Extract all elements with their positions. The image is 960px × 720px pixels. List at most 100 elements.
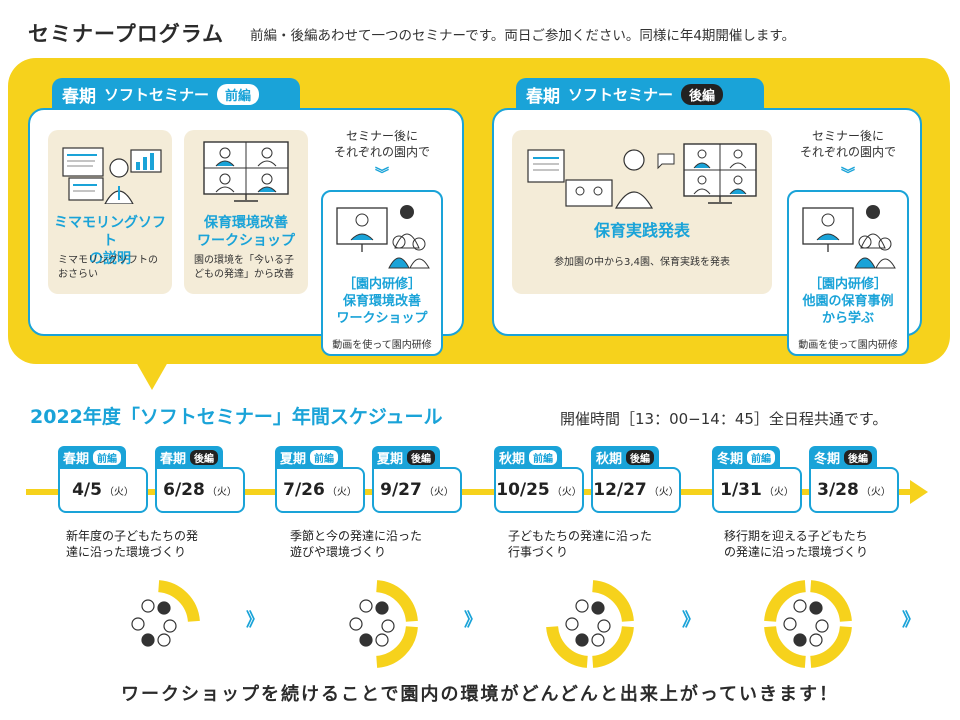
session-part-badge: 後編 [626, 449, 655, 465]
session-part-badge: 後編 [407, 449, 436, 465]
child-face-icon [575, 599, 589, 613]
session-season: 冬期 [717, 451, 744, 467]
session-date: 7/26 [283, 480, 325, 500]
progress-ring-segment [375, 625, 418, 668]
progress-ring-segment [809, 625, 852, 668]
summer-theme: 季節と今の発達に沿った 遊びや環境づくり [290, 529, 423, 559]
session-weekday: （火） [103, 486, 134, 498]
session-date: 10/25 [496, 480, 550, 500]
second-part-inhouse-training-box: ［園内研修］ 他園の保育事例 から学ぶ 動画を使って園内研修 [787, 190, 909, 356]
autumn-theme: 子どもたちの発達に沿った 行事づくり [508, 529, 653, 559]
session-date: 4/5 [72, 480, 102, 500]
child-face-icon [131, 617, 145, 631]
child-face-icon [565, 617, 579, 631]
child-face-icon [783, 617, 797, 631]
session-part-badge: 前編 [310, 449, 339, 465]
software-explanation-title: ミマモリングソフト の説明 [54, 215, 166, 267]
child-face-icon [141, 599, 155, 613]
chevron-down-icon: ︾ [841, 167, 855, 183]
child-face-icon [591, 601, 605, 615]
video-meeting-illustration [203, 141, 289, 202]
program-band-pointer [136, 362, 168, 390]
session-weekday: （火） [423, 486, 454, 498]
session-weekday: （火） [206, 486, 237, 498]
child-face-icon [809, 601, 823, 615]
practice-presentation-title: 保育実践発表 [593, 221, 690, 240]
child-face-icon [815, 619, 829, 633]
environment-progress-ring [764, 580, 852, 668]
second-part-inhouse-training-title: ［園内研修］ 他園の保育事例 から学ぶ [802, 277, 894, 326]
session-season: 春期 [63, 451, 90, 467]
progress-ring-segment [764, 580, 807, 623]
schedule-title: 2022年度「ソフトセミナー」年間スケジュール [30, 406, 443, 428]
child-face-icon [375, 601, 389, 615]
child-face-icon [375, 633, 389, 647]
session-weekday: （火） [860, 486, 891, 498]
next-arrow-icon: 》 [902, 610, 920, 631]
first-part-badge: 前編 [217, 83, 260, 105]
child-face-icon [359, 633, 373, 647]
child-face-icon [157, 633, 171, 647]
progress-ring-segment [764, 625, 807, 668]
session-season: 秋期 [596, 451, 623, 467]
second-part-badge: 後編 [681, 83, 724, 105]
session-weekday: （火） [326, 486, 357, 498]
footer-message: ワークショップを続けることで園内の環境がどんどんと出来上がっていきます！ [120, 684, 840, 705]
first-part-season: 春期 [62, 86, 96, 107]
session-part-badge: 後編 [844, 449, 873, 465]
child-face-icon [793, 599, 807, 613]
session-date-box: 1/31（火） [712, 467, 802, 513]
session-date-box: 7/26（火） [275, 467, 365, 513]
schedule-session: 冬期前編 1/31（火） [712, 446, 802, 514]
first-part-name: ソフトセミナー [104, 85, 210, 104]
inhouse-training-illustration [336, 205, 430, 269]
session-date-box: 12/27（火） [591, 467, 681, 513]
first-part-inhouse-training-box: ［園内研修］ 保育環境改善 ワークショップ 動画を使って園内研修 [321, 190, 443, 356]
page-title: セミナープログラム [28, 22, 225, 46]
first-part-inhouse-training-title: ［園内研修］ 保育環境改善 ワークショップ [336, 277, 428, 326]
session-date: 6/28 [163, 480, 205, 500]
session-tab: 秋期前編 [494, 446, 563, 468]
progress-ring-segment [591, 580, 634, 623]
session-date-box: 10/25（火） [494, 467, 584, 513]
environment-progress-ring [349, 580, 418, 668]
second-part-season: 春期 [526, 86, 560, 107]
child-face-icon [793, 633, 807, 647]
first-part-tab: 春期 ソフトセミナー 前編 [52, 78, 300, 110]
session-season: 夏期 [280, 451, 307, 467]
session-part-badge: 前編 [529, 449, 558, 465]
session-date: 9/27 [380, 480, 422, 500]
session-tab: 冬期後編 [809, 446, 878, 468]
timeline-arrow-head [910, 480, 928, 504]
child-face-icon [349, 617, 363, 631]
environment-progress-ring [546, 580, 634, 668]
session-part-badge: 前編 [747, 449, 776, 465]
second-part-tab: 春期 ソフトセミナー 後編 [516, 78, 764, 110]
progress-ring-segment [546, 625, 589, 668]
session-date-box: 3/28（火） [809, 467, 899, 513]
environment-progress-ring [131, 580, 200, 647]
practice-presentation-illustration [527, 143, 757, 209]
progress-ring-segment [809, 580, 852, 623]
progress-ring-segment [591, 625, 634, 668]
child-face-icon [141, 633, 155, 647]
child-face-icon [575, 633, 589, 647]
spring-theme: 新年度の子どもたちの発 達に沿った環境づくり [66, 529, 199, 559]
session-season: 秋期 [499, 451, 526, 467]
practice-presentation-card: 保育実践発表 参加園の中から3,4園、保育実践を発表 [512, 130, 772, 294]
session-weekday: （火） [648, 486, 679, 498]
timeline-line [26, 489, 916, 495]
session-date: 1/31 [720, 480, 762, 500]
page-subtitle: 前編・後編あわせて一つのセミナーです。両日ご参加ください。同様に年4期開催します… [250, 28, 796, 44]
second-part-name: ソフトセミナー [568, 85, 674, 104]
session-date-box: 6/28（火） [155, 467, 245, 513]
session-tab: 夏期前編 [275, 446, 344, 468]
session-date-box: 4/5（火） [58, 467, 148, 513]
child-face-icon [381, 619, 395, 633]
schedule-time-note: 開催時間［13：00−14：45］全日程共通です。 [560, 410, 888, 428]
child-face-icon [591, 633, 605, 647]
